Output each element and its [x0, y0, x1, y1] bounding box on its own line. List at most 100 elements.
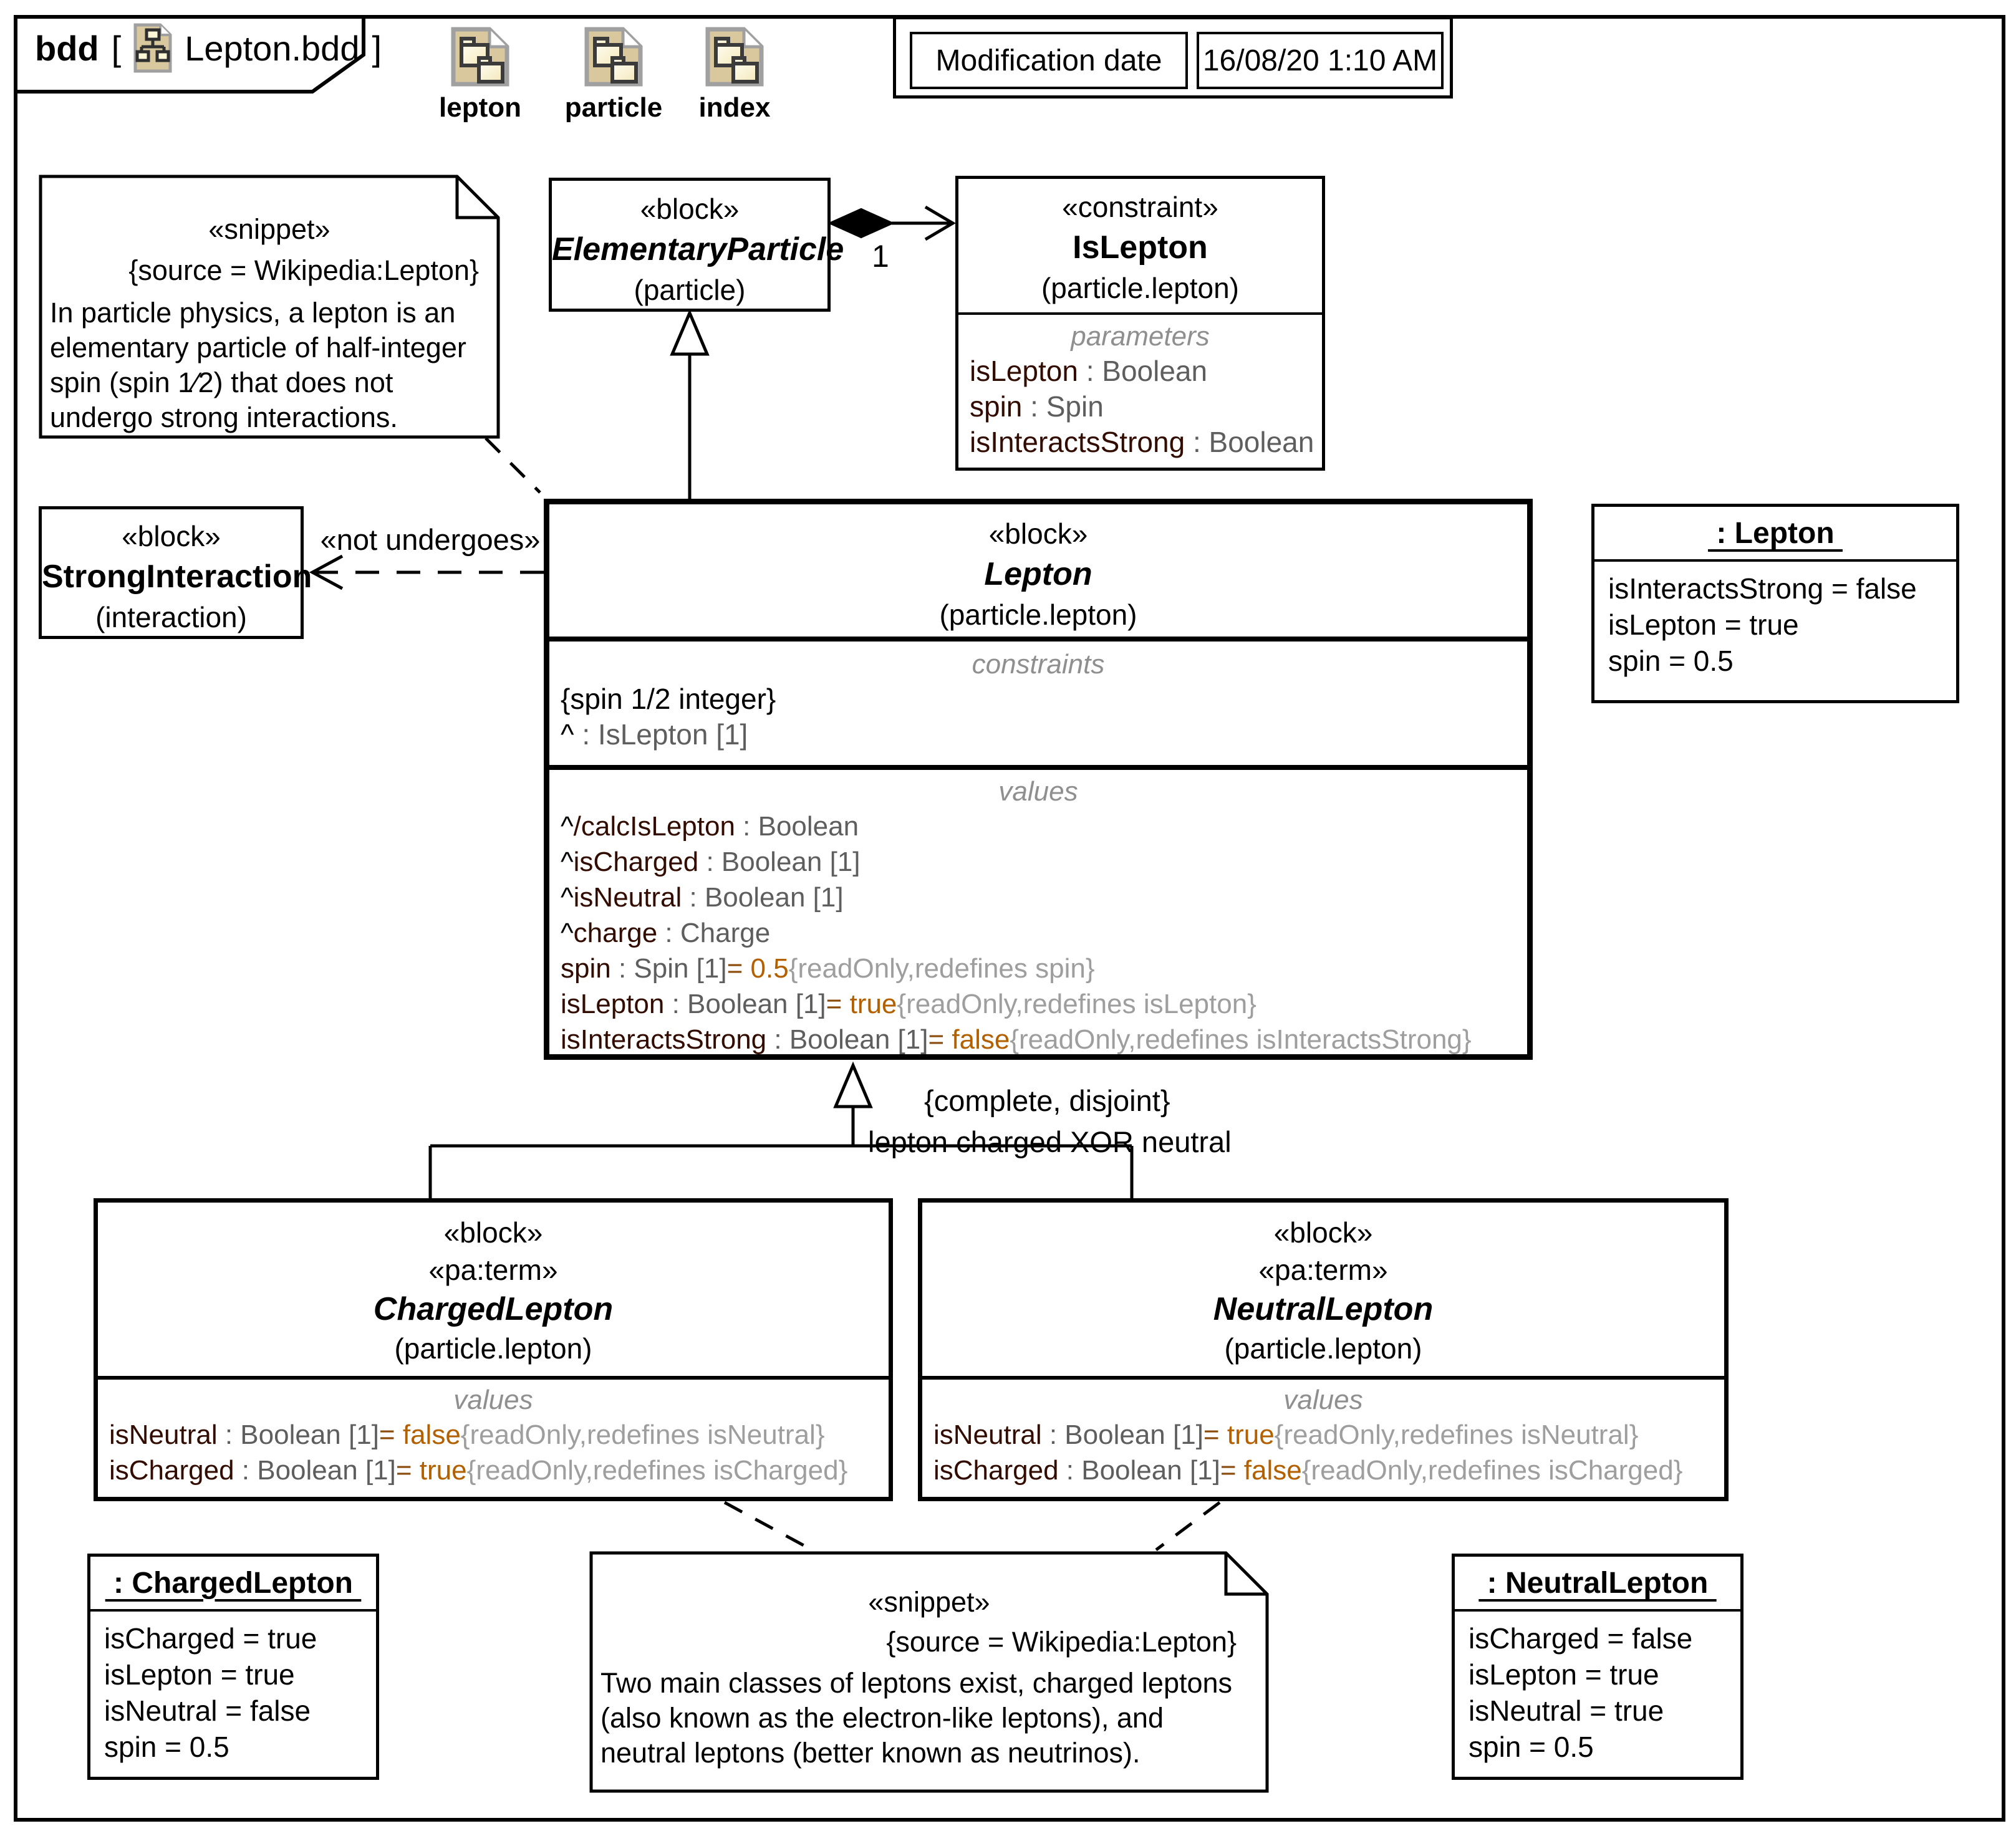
value-property-row: isNeutral : Boolean [1]= false{readOnly,… — [109, 1420, 825, 1450]
block-stereotype: «block» — [1273, 1216, 1373, 1249]
package-label-index[interactable]: index — [698, 92, 771, 123]
note-lepton-definition[interactable]: «snippet» {source = Wikipedia:Lepton} In… — [39, 175, 500, 439]
tab-bracket-close: ] — [372, 28, 382, 68]
modification-date-value: 16/08/20 1:10 AM — [1202, 44, 1438, 77]
value-property-row: isCharged : Boolean [1]= false{readOnly,… — [933, 1455, 1683, 1486]
modification-date-label: Modification date — [935, 44, 1162, 77]
note-stereotype: «snippet» — [868, 1586, 990, 1618]
block-stereotype2: «pa:term» — [1258, 1254, 1388, 1286]
instance-slot: isNeutral = true — [1469, 1694, 1664, 1727]
package-icon-particle[interactable] — [584, 26, 644, 87]
constraint-package: (particle.lepton) — [1041, 272, 1240, 304]
modification-date-widget[interactable]: Modification date 16/08/20 1:10 AM — [893, 16, 1453, 99]
modification-date-label-box: Modification date — [910, 32, 1188, 89]
note-body-line: In particle physics, a lepton is an — [50, 297, 456, 329]
composition-elementaryparticle-islepton[interactable] — [827, 205, 956, 241]
block-stereotype: «block» — [443, 1216, 543, 1249]
note-anchor-chargedlepton[interactable] — [723, 1501, 813, 1552]
package-label-particle[interactable]: particle — [564, 92, 663, 123]
package-icon-index[interactable] — [705, 26, 764, 87]
block-name: ElementaryParticle — [552, 231, 844, 267]
block-stereotype: «block» — [122, 520, 221, 552]
block-name: NeutralLepton — [1213, 1291, 1434, 1327]
diagram-tab[interactable]: bdd [ Lepton.bdd ] — [35, 23, 382, 73]
constraint-expression: {spin 1/2 integer} — [561, 683, 776, 715]
block-elementaryparticle[interactable]: «block» ElementaryParticle (particle) — [549, 178, 844, 312]
note-lepton-classes-shape[interactable] — [589, 1551, 1269, 1793]
value-property-row: isInteractsStrong : Boolean [1]= false{r… — [561, 1024, 1472, 1055]
diagram-file-icon — [133, 23, 172, 73]
instance-title: : ChargedLepton — [105, 1566, 362, 1600]
note-anchor-neutrallepton[interactable] — [1155, 1501, 1221, 1552]
generalization-lepton-elementaryparticle[interactable] — [670, 309, 710, 499]
note-body-line: undergo strong interactions. — [50, 401, 398, 433]
block-package: (particle) — [634, 274, 746, 306]
block-name: StrongInteraction — [42, 559, 312, 595]
constraint-islepton[interactable]: «constraint» IsLepton (particle.lepton) … — [955, 176, 1325, 471]
block-stereotype: «block» — [988, 517, 1088, 550]
package-label-lepton[interactable]: lepton — [439, 92, 521, 123]
diagram-kind-label: bdd — [35, 28, 99, 68]
note-lepton-classes[interactable]: «snippet» {source = Wikipedia:Lepton} Tw… — [589, 1551, 1269, 1793]
value-property-row: ^isCharged : Boolean [1] — [561, 847, 861, 877]
diagram-name-label: Lepton.bdd — [185, 28, 360, 68]
diagram-tab-shape[interactable] — [14, 15, 367, 95]
dependency-label: «not undergoes» — [320, 523, 541, 556]
instance-slot: isCharged = false — [1469, 1622, 1693, 1655]
block-lepton[interactable]: «block» Lepton (particle.lepton) constra… — [544, 499, 1533, 1060]
block-chargedlepton[interactable]: «block» «pa:term» ChargedLepton (particl… — [94, 1198, 893, 1501]
constraints-compartment-label: constraints — [972, 649, 1105, 680]
instance-neutrallepton[interactable]: : NeutralLepton isCharged = false isLept… — [1452, 1554, 1744, 1780]
note-stereotype: «snippet» — [208, 213, 330, 245]
note-body-line: elementary particle of half-integer — [50, 332, 466, 363]
instance-title: : NeutralLepton — [1478, 1566, 1717, 1600]
instance-slot: isCharged = true — [104, 1622, 317, 1655]
value-property-row: isNeutral : Boolean [1]= true{readOnly,r… — [933, 1420, 1639, 1450]
instance-slot: spin = 0.5 — [1608, 645, 1734, 677]
instance-chargedlepton[interactable]: : ChargedLepton isCharged = true isLepto… — [87, 1554, 379, 1780]
parameter-row: spin : Spin — [970, 390, 1104, 423]
parameter-row: isInteractsStrong : Boolean — [970, 426, 1314, 458]
note-source: {source = Wikipedia:Lepton} — [128, 254, 479, 286]
instance-slot: isInteractsStrong = false — [1608, 572, 1917, 605]
dependency-not-undergoes[interactable] — [309, 554, 544, 590]
instance-slot: spin = 0.5 — [104, 1731, 229, 1763]
value-property-row: isLepton : Boolean [1]= true{readOnly,re… — [561, 989, 1256, 1019]
package-icon-lepton[interactable] — [450, 26, 510, 87]
instance-lepton[interactable]: : Lepton isInteractsStrong = false isLep… — [1591, 504, 1959, 703]
instance-slot: spin = 0.5 — [1469, 1731, 1594, 1763]
note-body-line: spin (spin 1⁄2) that does not — [50, 367, 393, 398]
note-anchor-lepton[interactable] — [485, 437, 541, 494]
block-package: (particle.lepton) — [939, 598, 1137, 631]
value-property-row: isCharged : Boolean [1]= true{readOnly,r… — [109, 1455, 848, 1486]
constraint-name: IsLepton — [1073, 229, 1208, 266]
generalization-set-lepton-subtypes[interactable] — [428, 1061, 1134, 1198]
constraint-usage: ^ : IsLepton [1] — [561, 718, 748, 751]
genset-constraint-label: {complete, disjoint} — [924, 1084, 1170, 1117]
block-name: Lepton — [984, 556, 1092, 592]
block-name: ChargedLepton — [373, 1291, 614, 1327]
value-property-row: spin : Spin [1]= 0.5{readOnly,redefines … — [561, 953, 1095, 984]
block-package: (interaction) — [95, 601, 247, 633]
block-stronginteraction[interactable]: «block» StrongInteraction (interaction) — [39, 506, 312, 639]
values-compartment-label: values — [998, 776, 1078, 807]
block-package: (particle.lepton) — [1224, 1332, 1422, 1365]
block-neutrallepton[interactable]: «block» «pa:term» NeutralLepton (particl… — [918, 1198, 1729, 1501]
note-lepton-definition-shape[interactable] — [39, 175, 500, 439]
block-stereotype2: «pa:term» — [428, 1254, 558, 1286]
value-property-row: ^isNeutral : Boolean [1] — [561, 882, 844, 913]
instance-title: : Lepton — [1708, 516, 1843, 550]
instance-slot: isNeutral = false — [104, 1694, 311, 1727]
note-body-line: neutral leptons (better known as neutrin… — [600, 1737, 1141, 1769]
genset-xor-label: lepton charged XOR neutral — [868, 1125, 1232, 1158]
note-source: {source = Wikipedia:Lepton} — [886, 1626, 1237, 1658]
value-property-row: ^charge : Charge — [561, 918, 771, 948]
instance-slot: isLepton = true — [104, 1658, 295, 1691]
tab-bracket-open: [ — [111, 28, 122, 68]
composition-multiplicity: 1 — [872, 239, 889, 274]
values-compartment-label: values — [453, 1385, 533, 1415]
constraint-stereotype: «constraint» — [1062, 191, 1218, 223]
note-body-line: Two main classes of leptons exist, charg… — [600, 1667, 1233, 1699]
